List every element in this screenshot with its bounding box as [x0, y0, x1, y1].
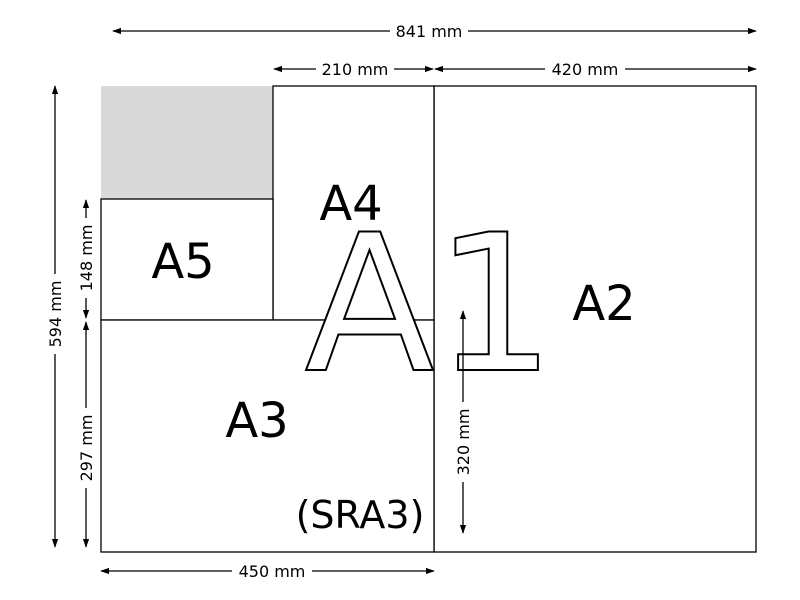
dim-label-bg-594	[44, 274, 66, 354]
unused-shaded-area	[101, 86, 273, 199]
a3-label: A3	[225, 393, 288, 449]
a5-sheet	[100, 198, 274, 321]
dim-label-320: 320 mm	[454, 409, 473, 476]
dim-label-297: 297 mm	[77, 415, 96, 482]
dim-label-148: 148 mm	[77, 225, 96, 292]
a4-sheet	[272, 85, 435, 321]
sra3-label: (SRA3)	[296, 493, 425, 537]
dim-label-bg-841	[390, 20, 468, 42]
dim-label-bg-210	[316, 58, 394, 80]
dim-label-bg-420	[545, 58, 625, 80]
a4-label: A4	[319, 176, 382, 232]
dim-label-450: 450 mm	[239, 562, 306, 581]
sra3-sheet	[100, 319, 435, 553]
dim-label-594: 594 mm	[46, 281, 65, 348]
a5-label: A5	[151, 234, 214, 290]
dim-label-bg-320	[452, 402, 474, 482]
a1-label: A1	[305, 194, 556, 415]
dim-label-841: 841 mm	[396, 22, 463, 41]
dim-label-420: 420 mm	[552, 60, 619, 79]
dim-label-210: 210 mm	[322, 60, 389, 79]
dim-label-bg-297	[75, 408, 97, 488]
a2-label: A2	[572, 276, 635, 332]
dim-label-bg-148	[75, 218, 97, 298]
dim-label-bg-450	[232, 560, 312, 582]
a2-sheet	[433, 85, 757, 553]
